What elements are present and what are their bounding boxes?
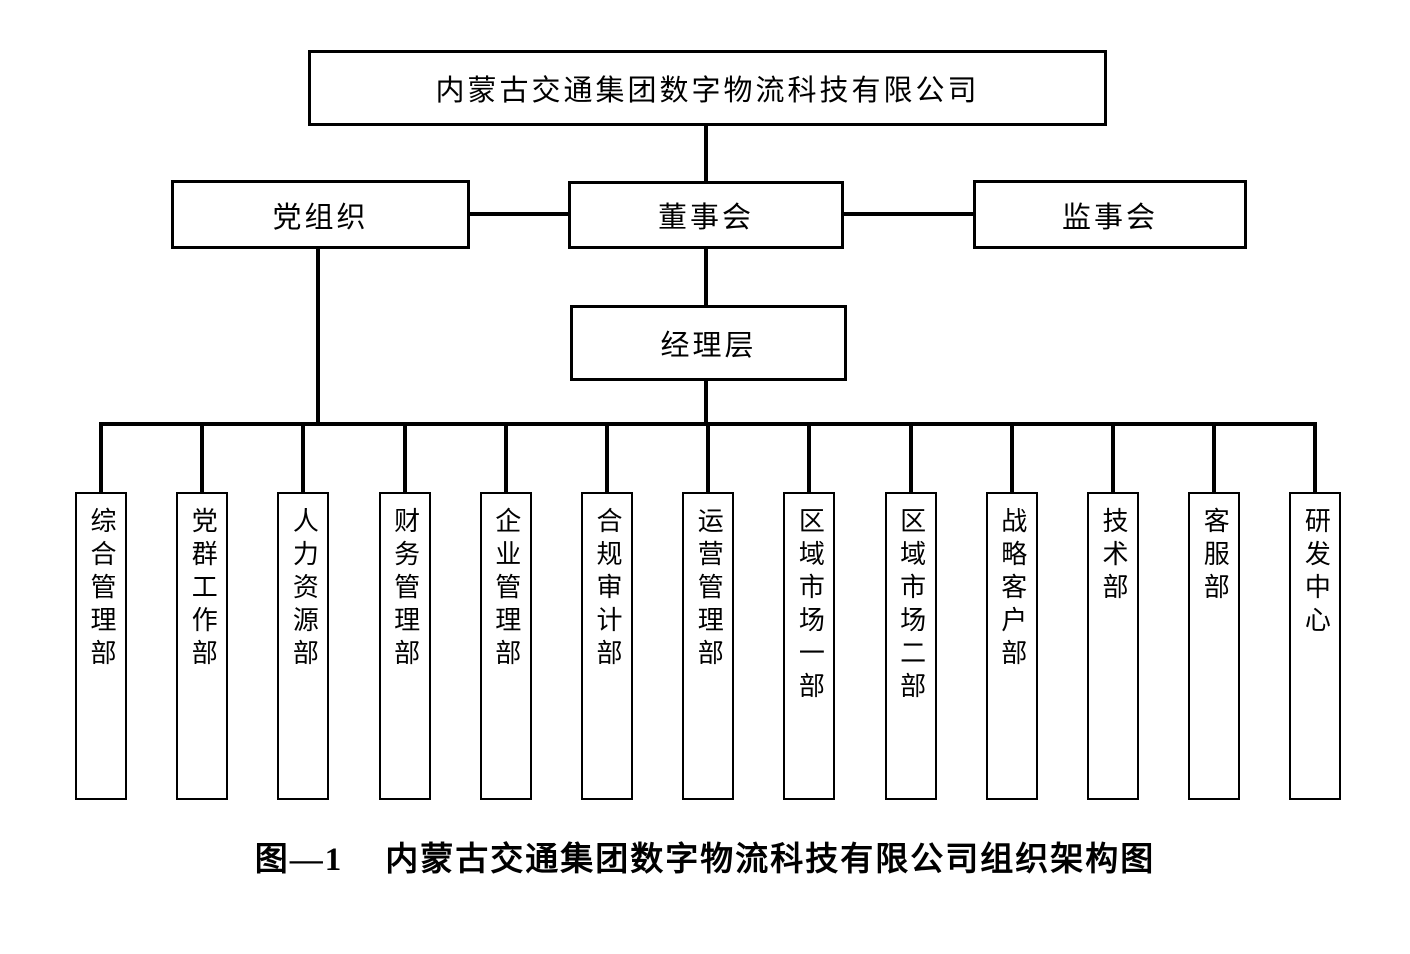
drop-line-11 — [1111, 424, 1115, 492]
drop-line-9 — [909, 424, 913, 492]
department-label: 战略客户部 — [997, 507, 1027, 672]
department-label: 合规审计部 — [593, 507, 622, 672]
figure-caption: 图—1 内蒙古交通集团数字物流科技有限公司组织架构图 — [0, 832, 1410, 880]
supervisory-board-label: 监事会 — [1061, 201, 1158, 234]
board-of-directors-label: 董事会 — [657, 202, 754, 234]
party-organization-label: 党组织 — [272, 201, 369, 234]
department-box-compliance-audit: 合规审计部 — [581, 492, 633, 800]
department-box-customer-service: 客服部 — [1188, 492, 1241, 800]
drop-line-6 — [605, 424, 609, 492]
management-layer-box: 经理层 — [570, 305, 847, 381]
company-title: 内蒙古交通集团数字物流科技有限公司 — [435, 75, 980, 107]
department-box-technology: 技术部 — [1087, 492, 1139, 800]
drop-line-12 — [1212, 424, 1216, 492]
line-party-to-bus — [316, 249, 320, 424]
department-label: 党群工作部 — [188, 507, 218, 672]
department-box-enterprise-management: 企业管理部 — [479, 492, 532, 800]
line-board-to-supervisory — [844, 212, 973, 216]
department-label: 财务管理部 — [390, 507, 420, 672]
department-label: 客服部 — [1200, 507, 1230, 606]
line-board-to-management — [704, 249, 708, 305]
line-company-to-board — [704, 126, 708, 181]
drop-line-3 — [301, 424, 305, 492]
drop-line-1 — [99, 424, 103, 492]
department-box-regional-market-2: 区域市场二部 — [884, 492, 937, 800]
caption-figure-number: 图—1 — [254, 842, 344, 878]
drop-line-13 — [1313, 424, 1317, 492]
department-box-party-mass-work: 党群工作部 — [176, 492, 229, 800]
department-label: 运营管理部 — [694, 507, 724, 672]
drop-line-4 — [403, 424, 407, 492]
department-box-operations-management: 运营管理部 — [682, 492, 735, 800]
drop-line-5 — [504, 424, 508, 492]
party-organization-box: 党组织 — [171, 180, 470, 249]
department-box-strategic-customers: 战略客户部 — [985, 492, 1038, 800]
line-party-to-board — [470, 212, 568, 216]
department-label: 企业管理部 — [491, 507, 521, 672]
supervisory-board-box: 监事会 — [973, 180, 1247, 249]
department-label: 研发中心 — [1301, 507, 1331, 639]
board-of-directors-box: 董事会 — [568, 181, 844, 249]
department-label: 区域市场一部 — [795, 507, 825, 705]
department-box-general-management: 综合管理部 — [75, 492, 127, 800]
company-title-box: 内蒙古交通集团数字物流科技有限公司 — [308, 50, 1107, 126]
department-label: 技术部 — [1099, 507, 1128, 606]
department-box-regional-market-1: 区域市场一部 — [783, 492, 836, 800]
department-box-rnd-center: 研发中心 — [1289, 492, 1342, 800]
drop-line-2 — [200, 424, 204, 492]
department-box-human-resources: 人力资源部 — [277, 492, 330, 800]
drop-line-7 — [706, 424, 710, 492]
caption-text: 内蒙古交通集团数字物流科技有限公司组织架构图 — [385, 842, 1156, 878]
management-layer-label: 经理层 — [660, 330, 757, 362]
department-box-finance-management: 财务管理部 — [378, 492, 431, 800]
department-label: 区域市场二部 — [896, 507, 926, 705]
drop-line-10 — [1010, 424, 1014, 492]
line-management-to-bus — [704, 381, 708, 424]
department-label: 人力资源部 — [289, 507, 319, 672]
drop-line-8 — [807, 424, 811, 492]
department-label: 综合管理部 — [87, 507, 116, 672]
